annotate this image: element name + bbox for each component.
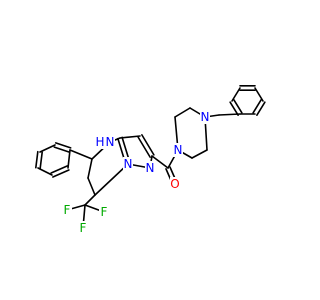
bond-a2-a3 [39, 144, 56, 153]
double-bond-a5-a6 [50, 165, 68, 174]
atom-label-n-pyrazole: N [146, 161, 155, 175]
double-bond-b3-b4 [256, 101, 266, 116]
bond-pC-pD [191, 149, 208, 159]
atom-label-n-piperazine-bottom: N [174, 143, 183, 157]
double-bond-a1-a2 [53, 146, 71, 153]
atom-label-f-center: F [80, 221, 87, 235]
atom-background-f-right [99, 205, 109, 219]
atom-label-o-carbonyl: O [170, 177, 179, 191]
double-bond-a3-a4 [39, 151, 43, 170]
bond-a6-a1 [67, 149, 71, 169]
atom-background-h-amine [95, 135, 105, 149]
double-bond-pz2-pz3 [141, 134, 155, 156]
atom-label-n-amine: N [106, 135, 115, 149]
atom-background-n-amine [105, 135, 115, 149]
bond-pA-pB [174, 107, 191, 118]
bond-cC-pz2 [151, 155, 169, 169]
bond-b6-b1 [231, 87, 241, 102]
atom-label-n-pyrazole-bridge: N [124, 157, 133, 171]
bond-c7-cf3 [84, 194, 96, 206]
bond-c5-c6 [87, 158, 93, 179]
atom-label-f-left: F [64, 203, 71, 217]
atom-background-f-center [78, 221, 88, 235]
double-bond-a5-a6 [52, 169, 70, 178]
bond-a4-a5 [37, 167, 53, 176]
bond-c5-a1 [69, 149, 93, 160]
double-bond-a3-a4 [35, 150, 39, 169]
double-bond-b5-b6 [233, 99, 243, 114]
atom-background-n-piperazine-bottom [173, 143, 183, 157]
double-bond-a1-a2 [54, 142, 72, 149]
atom-background-n-pyrazole-bridge [123, 157, 133, 171]
double-bond-b5-b6 [229, 101, 239, 116]
atom-background-f-left [62, 203, 72, 217]
atom-background-n-pyrazole [145, 161, 155, 175]
bond-b2-b3 [254, 87, 264, 102]
bond-pz3-pz3a [119, 135, 141, 139]
bond-c7-pzN1 [94, 163, 129, 196]
atom-background-o-carbonyl [170, 177, 180, 191]
atom-background-n-piperazine-top [200, 110, 210, 124]
bond-c6-c7 [87, 177, 96, 196]
double-bond-pz2-pz3 [137, 136, 151, 158]
double-bond-b3-b4 [252, 99, 262, 114]
atom-label-h-amine: H [95, 135, 104, 149]
atom-label-f-right: F [101, 205, 108, 219]
bond-b5-ch2 [218, 113, 241, 116]
atom-label-n-piperazine-top: N [201, 110, 210, 124]
